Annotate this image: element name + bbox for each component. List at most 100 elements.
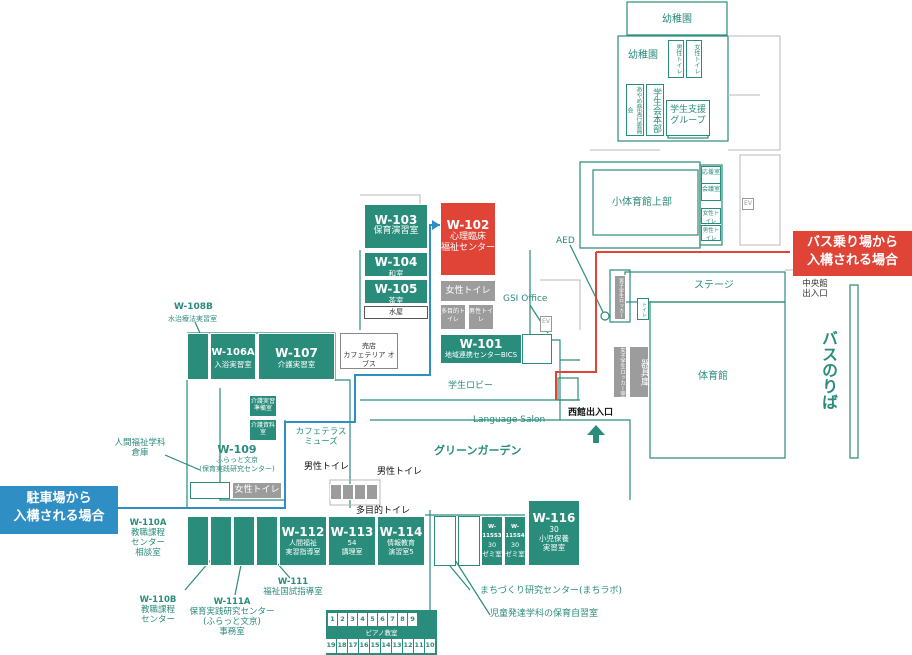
male-wc-c-box: [366, 484, 378, 500]
room-w105[interactable]: W-105 茶室: [364, 279, 428, 305]
room-w109-l2: (保育実践研究センター): [199, 465, 275, 473]
room-w115s3[interactable]: W-115S3 30 ゼミ室: [481, 516, 503, 566]
piano-room-12[interactable]: 12: [403, 639, 413, 653]
room-w109-label[interactable]: W-109 ふらっと文京 (保育実践研究センター): [190, 443, 284, 474]
room-w104-id: W-104: [374, 255, 418, 269]
room-w104[interactable]: W-104 和室: [364, 252, 428, 278]
ningen-storage-l2: 倉庫: [131, 448, 149, 458]
ningen-storage-label: 人間福祉学科 倉庫: [95, 438, 185, 458]
room-w115s4[interactable]: W-115S4 30 ゼミ室: [504, 516, 526, 566]
room-w115s3-id: W-115S3: [482, 524, 502, 539]
bus-road-label: バスのりば: [819, 330, 838, 410]
elevator-north: EV: [742, 198, 754, 210]
male-wc-a-label: 男性トイレ: [304, 462, 350, 472]
piano-room-7[interactable]: 7: [388, 613, 397, 626]
piano-room-9[interactable]: 9: [408, 613, 417, 626]
parking-callout-l2: 入構される場合: [13, 509, 105, 524]
room-w116[interactable]: W-116 30 小児保養 実習室: [528, 500, 580, 566]
kaigi-room: 会議室: [701, 183, 721, 201]
male-wc-b-box: [354, 484, 366, 500]
aed-label: AED: [556, 236, 575, 246]
kaigo-mat-label: 介護資料室: [250, 422, 275, 436]
piano-room-2[interactable]: 2: [338, 613, 347, 626]
room-w101-name: 地域連携センターBICS: [444, 351, 518, 359]
male-wc-b-label: 男性トイレ: [377, 467, 423, 477]
w110a-l2: センター: [130, 538, 165, 548]
piano-room-10[interactable]: 10: [425, 639, 435, 653]
room-w116-l1: 30: [549, 525, 559, 534]
green-garden-label: グリーンガーデン: [434, 444, 522, 457]
kaigo-prep-room[interactable]: 介護実習準備室: [249, 395, 277, 417]
kindergarten-label: 幼稚園: [628, 50, 658, 61]
piano-room-8[interactable]: 8: [398, 613, 407, 626]
bus-callout-l2: 入構される場合: [806, 253, 898, 268]
piano-room-6[interactable]: 6: [378, 613, 387, 626]
room-w109-id: W-109: [217, 443, 257, 456]
piano-label: ピアノ教室: [365, 629, 398, 637]
piano-room-3[interactable]: 3: [348, 613, 357, 626]
machizukuri-label: まちづくり研究センター(まちラボ): [480, 586, 623, 596]
central-entrance-l1: 中央館: [802, 279, 828, 289]
room-w113[interactable]: W-113 54 講理室: [328, 516, 376, 566]
room-w105-name: 茶室: [388, 296, 404, 305]
piano-room-16[interactable]: 16: [359, 639, 369, 653]
mizuya-room: 水屋: [364, 306, 428, 319]
room-w102-name1: 心理臨床: [449, 232, 486, 242]
k-female-wc2: 女性トイレ: [701, 208, 721, 225]
piano-room-11[interactable]: 11: [414, 639, 424, 653]
piano-room-17[interactable]: 17: [348, 639, 358, 653]
cafe-terrace-l1: カフェテラス: [295, 427, 347, 437]
entrance-arrow-icon: [587, 425, 605, 443]
room-w112[interactable]: W-112 人間福祉 実習指導室: [279, 516, 327, 566]
room-w113-l2: 講理室: [341, 548, 363, 556]
piano-room-18[interactable]: 18: [337, 639, 347, 653]
w110a-l1: 教職課程: [130, 528, 165, 538]
jido-label: 児童発達学科の保育自習室: [490, 609, 599, 619]
room-w103-id: W-103: [374, 213, 418, 227]
room-w106a[interactable]: W-106A 入浴実習室: [210, 333, 256, 380]
male-wc-a-box: [330, 484, 342, 500]
room-w103[interactable]: W-103 保育演習室: [364, 204, 428, 249]
room-w107[interactable]: W-107 介護実習室: [258, 333, 335, 380]
piano-room-19[interactable]: 19: [326, 639, 336, 653]
piano-room-13[interactable]: 13: [392, 639, 402, 653]
locker-male: 男子学生ロッカー室: [609, 275, 626, 320]
piano-room-4[interactable]: 4: [358, 613, 367, 626]
room-w110a[interactable]: [187, 516, 209, 566]
student-lobby-label: 学生ロビー: [448, 381, 494, 391]
room-w114[interactable]: W-114 情報教育 演習室5: [377, 516, 425, 566]
student-support-label: 学生支援グループ: [669, 105, 706, 126]
gym-label: 体育館: [698, 371, 728, 382]
piano-room-1[interactable]: 1: [328, 613, 337, 626]
central-entrance-l2: 出入口: [802, 289, 828, 299]
room-w111[interactable]: [256, 516, 278, 566]
room-w106a-name: 入浴実習室: [214, 360, 252, 369]
room-w115s4-l2: ゼミ室: [505, 550, 525, 558]
ayame-committee: あやめ祭実行委員会: [626, 84, 644, 136]
room-w110b[interactable]: [210, 516, 232, 566]
kigu-storage: 器具庫: [629, 346, 649, 398]
piano-room-14[interactable]: 14: [381, 639, 391, 653]
room-w102[interactable]: W-102 心理臨床 福祉センター: [440, 202, 496, 276]
room-w103-name: 保育演習室: [373, 226, 419, 236]
w110a-l3: 相談室: [135, 548, 161, 558]
k-male-wc2: 男性トイレ: [701, 225, 721, 242]
room-w107-id: W-107: [275, 346, 318, 360]
cafe-terrace-label: カフェテラス ミューズ: [285, 427, 357, 447]
room-w108b[interactable]: [187, 333, 209, 380]
room-w111a[interactable]: [233, 516, 255, 566]
room-w114-l1: 情報教育: [387, 539, 415, 547]
w111-l1: 福祉国試指導室: [263, 587, 323, 597]
kaigo-mat-room[interactable]: 介護資料室: [249, 419, 277, 441]
male-wc-102: 男性トイレ: [468, 304, 494, 330]
shop-cafeteria[interactable]: 売店 カフェテリア オブス: [340, 333, 398, 369]
room-w101[interactable]: W-101 地域連携センターBICS: [440, 334, 522, 364]
piano-room-5[interactable]: 5: [368, 613, 377, 626]
w111a-id: W-111A: [213, 597, 251, 607]
gym-upper-label: 小体育館上部: [612, 197, 672, 208]
room-w112-id: W-112: [281, 525, 325, 539]
piano-room-15[interactable]: 15: [370, 639, 380, 653]
w111-label: W-111 福祉国試指導室: [256, 577, 330, 597]
w108b-name-label: 水治療法実習室: [168, 315, 217, 323]
